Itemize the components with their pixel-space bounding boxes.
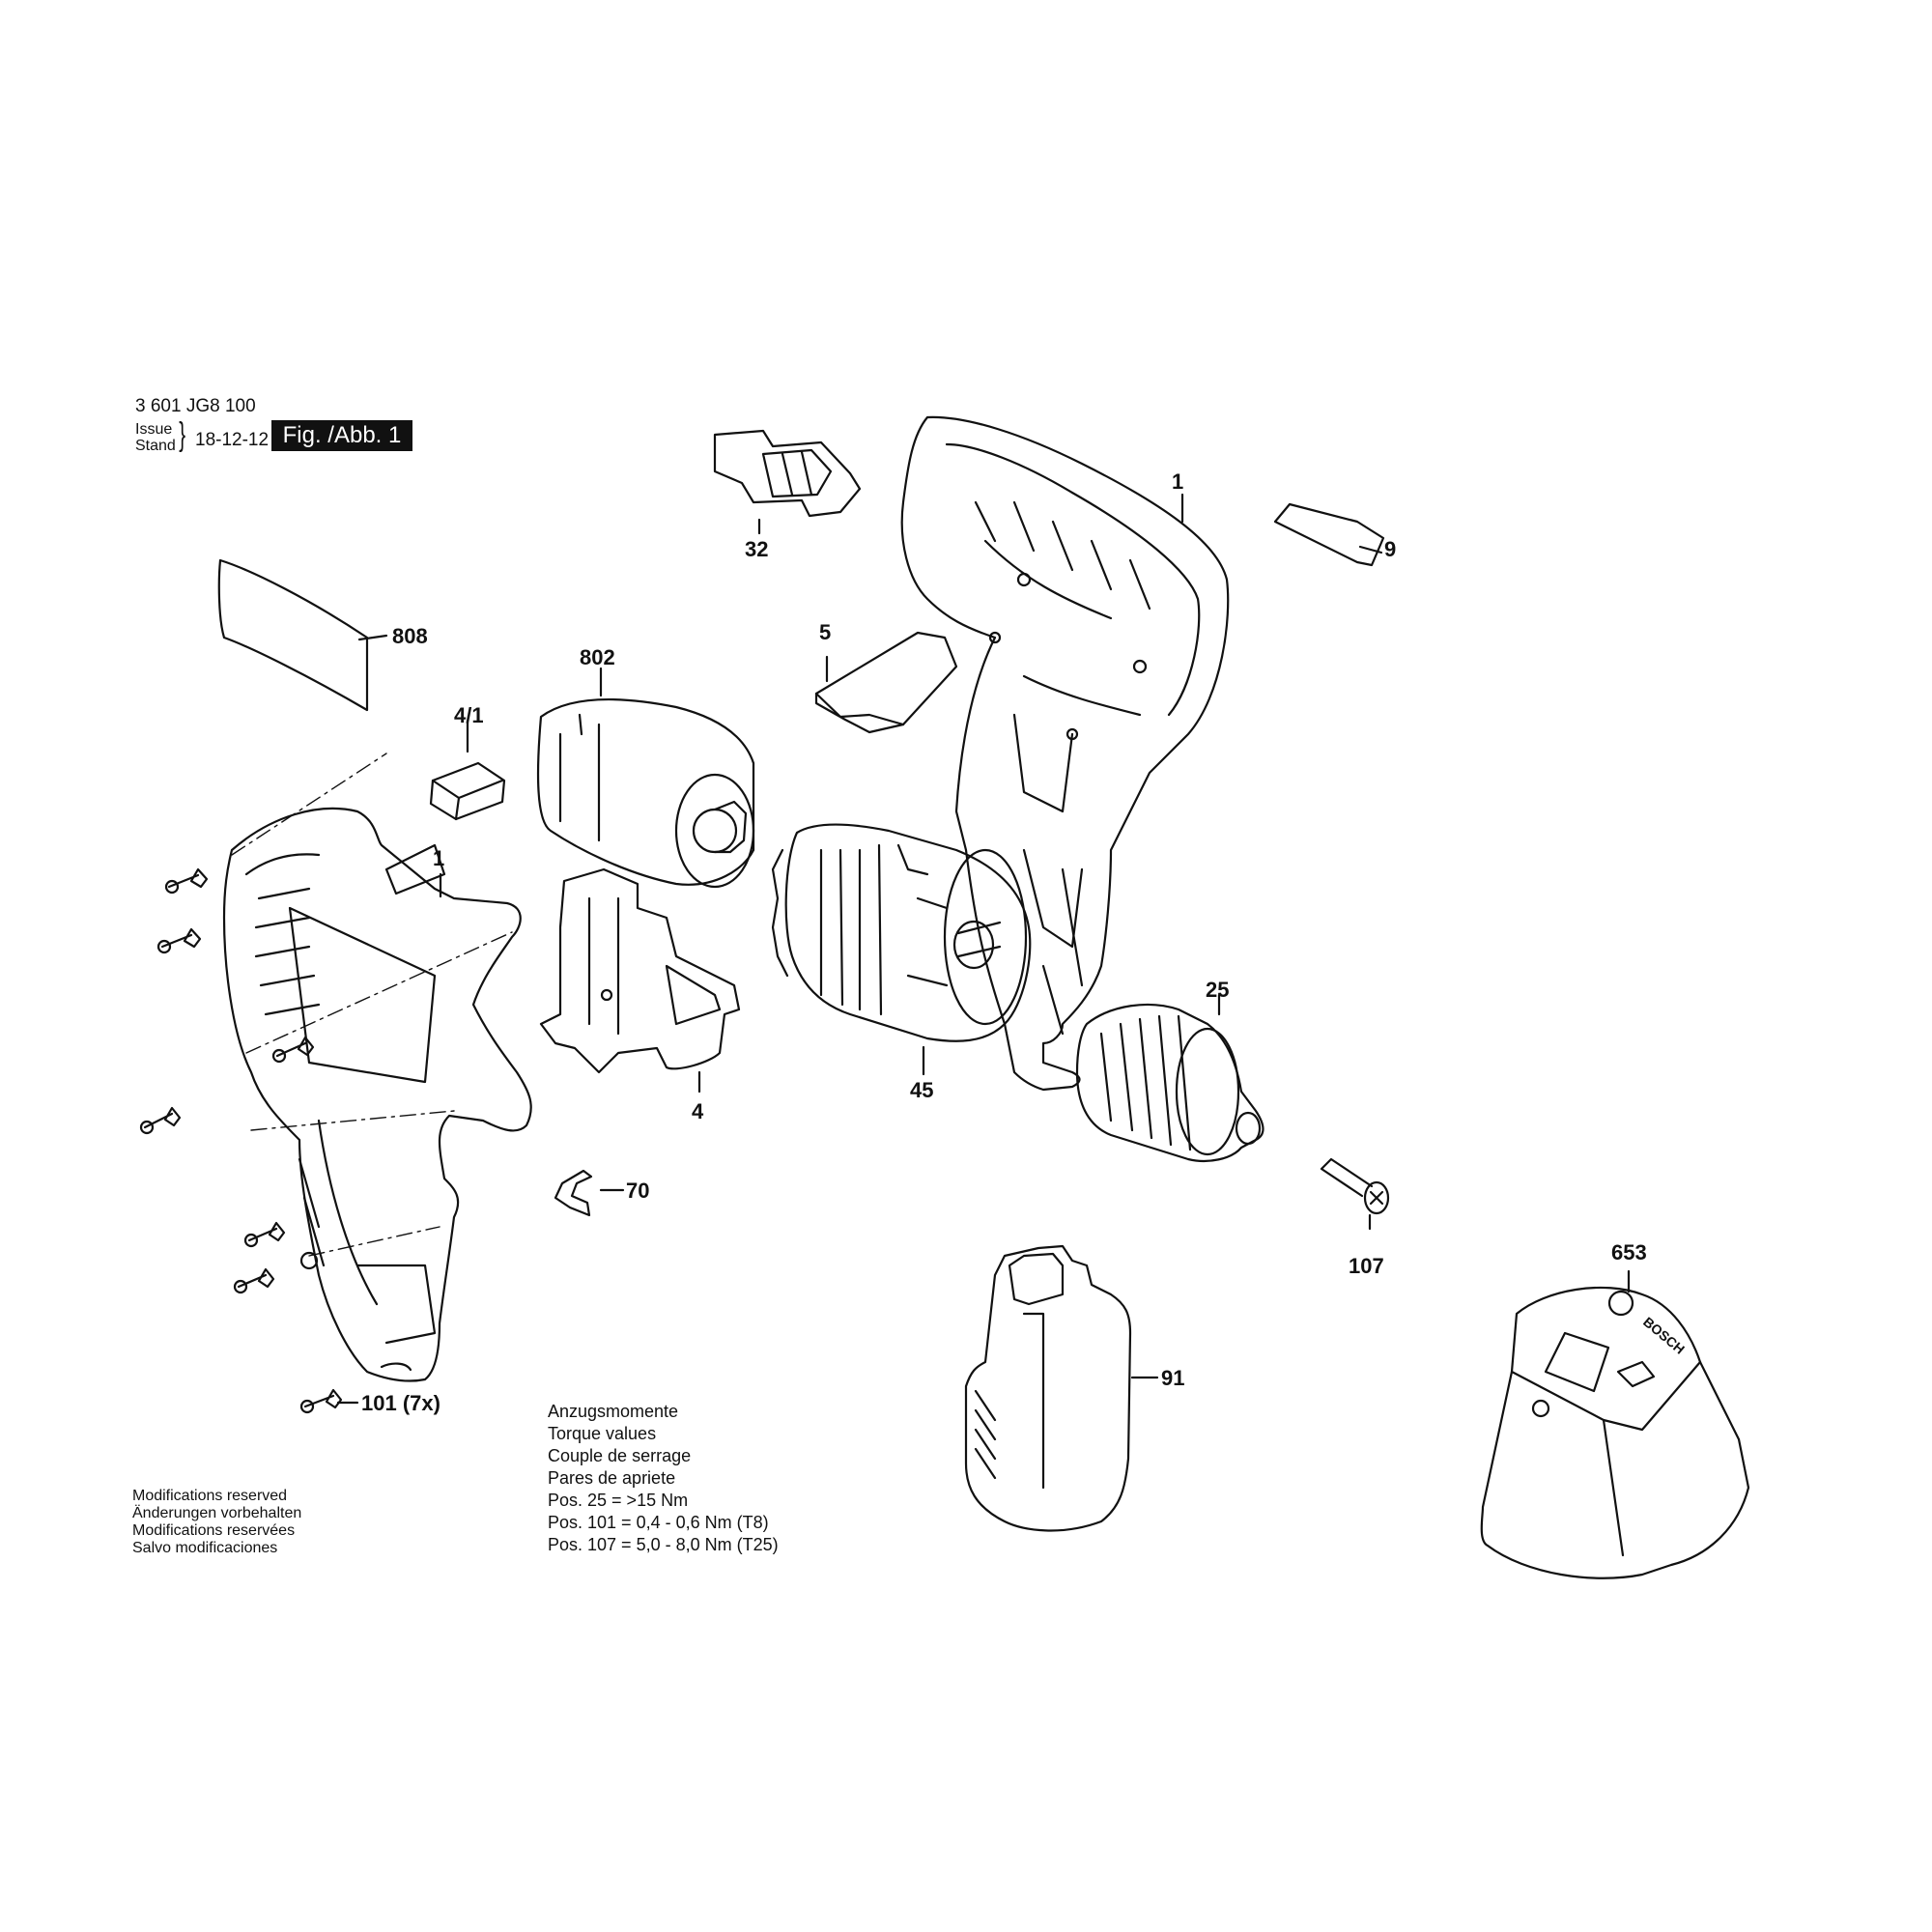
part-32-shape xyxy=(713,429,862,518)
housing-right-shape xyxy=(900,415,1230,1092)
callout-spring-70: 70 xyxy=(626,1179,650,1203)
screws-101 xyxy=(139,867,343,1414)
screw-107-shape xyxy=(1320,1157,1390,1215)
callout-housing-left: 1 xyxy=(433,846,445,870)
screw xyxy=(156,927,202,954)
nameplate-9-shape xyxy=(1273,502,1385,567)
figure-badge: Fig. /Abb. 1 xyxy=(271,420,412,451)
housing-left-shape xyxy=(222,807,532,1382)
callout-chuck-25: 25 xyxy=(1206,978,1230,1002)
part-4-1-shape xyxy=(429,761,506,821)
document-number: 3 601 JG8 100 xyxy=(135,396,256,416)
callout-screw-107: 107 xyxy=(1349,1254,1384,1278)
label-808-shape xyxy=(217,558,369,712)
issue-date: 18-12-12 xyxy=(195,430,270,450)
gearbox-45-shape xyxy=(771,823,1032,1042)
screw xyxy=(271,1036,315,1064)
torque-line: Couple de serrage xyxy=(548,1446,692,1465)
callout-nameplate-9: 9 xyxy=(1384,537,1397,561)
modifications-line: Salvo modificaciones xyxy=(132,1540,278,1556)
motor-802-shape xyxy=(536,697,755,889)
assembly-axis-lines xyxy=(231,753,513,1257)
modifications-line: Änderungen vorbehalten xyxy=(132,1505,302,1521)
stand-label: Stand xyxy=(135,438,176,454)
torque-line: Torque values xyxy=(548,1424,657,1443)
leader-808 xyxy=(357,634,388,641)
screw xyxy=(233,1267,275,1294)
brace-glyph: } xyxy=(179,416,186,453)
bosch-logo-text: BOSCH xyxy=(1640,1314,1688,1357)
charger-653-shape xyxy=(1480,1286,1750,1579)
callout-gearbox-45: 45 xyxy=(910,1078,934,1102)
battery-91-shape xyxy=(964,1244,1132,1532)
callout-part-32: 32 xyxy=(745,537,769,561)
part-5-shape xyxy=(814,631,958,734)
chuck-25-shape xyxy=(1075,1003,1264,1163)
callout-motor-802: 802 xyxy=(580,645,615,669)
torque-line: Pos. 107 = 5,0 - 8,0 Nm (T25) xyxy=(548,1535,779,1554)
spring-70-shape xyxy=(554,1169,593,1217)
torque-values-block: Anzugsmomente Torque values Couple de se… xyxy=(548,1401,779,1556)
issue-stand-labels: Issue Stand xyxy=(135,421,176,454)
callout-screws-101: 101 (7x) xyxy=(361,1391,440,1415)
modifications-line: Modifications reservées xyxy=(132,1522,296,1539)
issue-label: Issue xyxy=(135,421,173,438)
callout-charger-653: 653 xyxy=(1611,1240,1647,1264)
screw xyxy=(164,867,209,895)
torque-line: Pos. 101 = 0,4 - 0,6 Nm (T8) xyxy=(548,1513,769,1532)
callout-battery-91: 91 xyxy=(1161,1366,1185,1390)
screw xyxy=(139,1106,182,1135)
callout-housing-right: 1 xyxy=(1172,469,1184,494)
leader-9 xyxy=(1358,545,1383,554)
torque-line: Pos. 25 = >15 Nm xyxy=(548,1491,689,1510)
callout-switch-4: 4 xyxy=(692,1099,704,1123)
screw xyxy=(299,1388,343,1414)
modifications-line: Modifications reserved xyxy=(132,1488,288,1504)
switch-4-shape xyxy=(539,867,741,1074)
modifications-notice: Modifications reserved Änderungen vorbeh… xyxy=(132,1488,301,1557)
torque-line: Anzugsmomente xyxy=(548,1402,679,1421)
callout-part-4-1: 4/1 xyxy=(454,703,484,727)
callout-label-808: 808 xyxy=(392,624,428,648)
callout-part-5: 5 xyxy=(819,620,832,644)
torque-line: Pares de apriete xyxy=(548,1468,676,1488)
screw xyxy=(243,1221,286,1248)
